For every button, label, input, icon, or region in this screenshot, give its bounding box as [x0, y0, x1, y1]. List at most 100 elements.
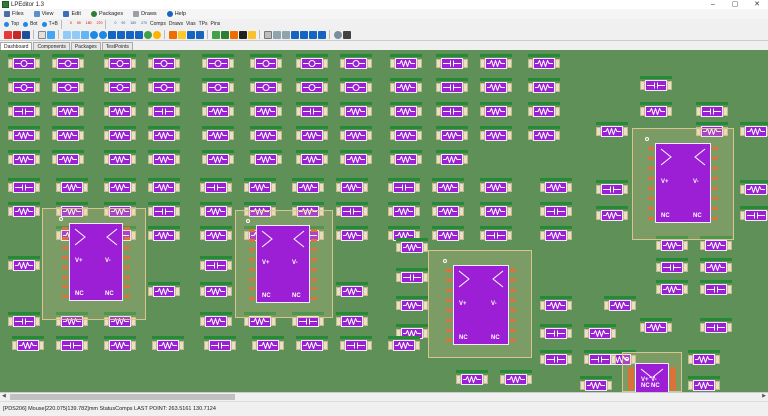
smd-component[interactable] — [148, 226, 180, 242]
smd-component[interactable] — [52, 54, 84, 70]
smd-component[interactable] — [596, 180, 628, 196]
bot-layer-toggle[interactable]: Bot — [22, 21, 38, 27]
counter-180[interactable]: 180 — [85, 21, 92, 26]
smd-component[interactable] — [104, 336, 136, 352]
tab-packages[interactable]: Packages — [70, 42, 101, 50]
smd-component[interactable] — [250, 126, 282, 142]
filter-comps[interactable]: Comps — [150, 21, 166, 27]
arrow-down-icon[interactable] — [135, 30, 143, 39]
cross-icon[interactable] — [343, 30, 351, 39]
smd-component[interactable] — [436, 102, 468, 118]
zoom-out-icon[interactable] — [99, 30, 107, 39]
smd-component[interactable] — [584, 350, 616, 366]
flip-icon[interactable] — [81, 30, 89, 39]
import-icon[interactable] — [300, 30, 308, 39]
smd-component[interactable] — [396, 296, 428, 312]
refresh-icon[interactable] — [153, 30, 161, 39]
smd-component[interactable] — [390, 126, 422, 142]
smd-component[interactable] — [396, 268, 428, 284]
maximize-button[interactable]: ▢ — [731, 1, 739, 8]
zoom-in-icon[interactable] — [90, 30, 98, 39]
smd-component[interactable] — [640, 318, 672, 334]
smd-component[interactable] — [528, 126, 560, 142]
smd-component[interactable] — [390, 54, 422, 70]
smd-component[interactable] — [340, 126, 372, 142]
smd-component[interactable] — [480, 178, 512, 194]
smd-component[interactable] — [148, 202, 180, 218]
smd-component[interactable] — [656, 258, 688, 274]
smd-component[interactable] — [56, 202, 88, 218]
smd-component[interactable] — [596, 122, 628, 138]
minimize-button[interactable]: – — [711, 1, 715, 8]
menu-files[interactable]: Files — [4, 11, 24, 17]
smd-component[interactable] — [500, 370, 532, 386]
smd-component[interactable] — [250, 54, 282, 70]
smd-component[interactable] — [200, 256, 232, 272]
menu-edit[interactable]: Edit — [63, 11, 81, 17]
smd-component[interactable] — [12, 336, 44, 352]
smd-component[interactable] — [104, 202, 136, 218]
fit-icon[interactable] — [47, 30, 55, 39]
smd-component[interactable] — [436, 126, 468, 142]
smd-component[interactable] — [292, 178, 324, 194]
testpoint-icon[interactable] — [239, 30, 247, 39]
smd-component[interactable] — [148, 178, 180, 194]
smd-component[interactable] — [8, 102, 40, 118]
measure-icon[interactable] — [248, 30, 256, 39]
smd-component[interactable] — [528, 78, 560, 94]
smd-component[interactable] — [436, 150, 468, 166]
smd-component[interactable] — [480, 78, 512, 94]
smd-component[interactable] — [340, 102, 372, 118]
smd-component[interactable] — [148, 126, 180, 142]
smd-component[interactable] — [336, 202, 368, 218]
via-icon[interactable] — [169, 30, 177, 39]
smd-component[interactable] — [540, 324, 572, 340]
smd-component[interactable] — [740, 206, 768, 222]
smd-component[interactable] — [200, 202, 232, 218]
smd-component[interactable] — [340, 336, 372, 352]
smd-component[interactable] — [340, 78, 372, 94]
smd-component[interactable] — [640, 102, 672, 118]
scroll-left-icon[interactable]: ◀ — [2, 393, 6, 399]
smd-component[interactable] — [104, 78, 136, 94]
smd-component[interactable] — [52, 102, 84, 118]
smd-component[interactable] — [200, 282, 232, 298]
smd-component[interactable] — [432, 178, 464, 194]
counter-b90[interactable]: 90 — [121, 21, 126, 26]
filter-draws[interactable]: Draws — [169, 21, 183, 27]
mirror-left-icon[interactable] — [63, 30, 71, 39]
smd-component[interactable] — [200, 178, 232, 194]
counter-270[interactable]: 270 — [96, 21, 103, 26]
smd-component[interactable] — [202, 78, 234, 94]
smd-component[interactable] — [52, 150, 84, 166]
pattern-icon[interactable] — [264, 30, 272, 39]
smd-component[interactable] — [204, 336, 236, 352]
smd-component[interactable] — [56, 178, 88, 194]
smd-component[interactable] — [688, 376, 720, 392]
align-icon[interactable] — [273, 30, 281, 39]
smd-component[interactable] — [390, 102, 422, 118]
smd-component[interactable] — [104, 150, 136, 166]
pin-icon[interactable] — [178, 30, 186, 39]
smd-component[interactable] — [580, 376, 612, 392]
top-layer-toggle[interactable]: Top — [3, 21, 19, 27]
smd-component[interactable] — [148, 102, 180, 118]
export-icon[interactable] — [291, 30, 299, 39]
smd-component[interactable] — [250, 78, 282, 94]
open-icon[interactable] — [4, 30, 12, 39]
smd-component[interactable] — [340, 150, 372, 166]
smd-component[interactable] — [436, 54, 468, 70]
smd-component[interactable] — [336, 312, 368, 328]
smd-component[interactable] — [390, 78, 422, 94]
smd-component[interactable] — [202, 102, 234, 118]
bom-icon[interactable] — [318, 30, 326, 39]
filter-vias[interactable]: Vias — [186, 21, 196, 27]
smd-component[interactable] — [340, 54, 372, 70]
filter-pins[interactable]: Pins — [211, 21, 221, 27]
